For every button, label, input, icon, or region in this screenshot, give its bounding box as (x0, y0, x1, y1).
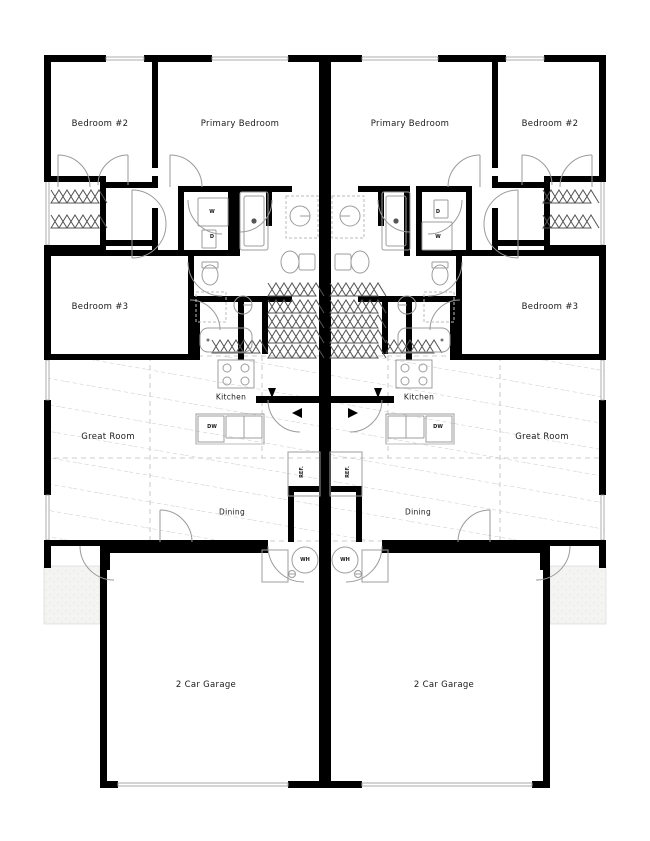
bathtub-left (199, 327, 253, 353)
refrigerator-right (329, 451, 363, 497)
dishwasher-right (425, 415, 453, 443)
right_unit-appliance-dryer-label: D (435, 209, 441, 215)
water-heater-left (291, 546, 319, 574)
right_unit-room-primary-bedroom-label: Primary Bedroom (370, 119, 450, 129)
toilet-right (431, 264, 449, 286)
dishwasher-left (197, 415, 225, 443)
bathtub-right (397, 327, 451, 353)
furnace-right (361, 549, 389, 583)
water-heater-right (331, 546, 359, 574)
right_unit-appliance-refrigerator-label: REF. (345, 466, 351, 478)
left_unit-room-garage-label: 2 Car Garage (175, 680, 237, 690)
left_unit-appliance-dryer-label: D (209, 234, 215, 240)
right_unit-room-bedroom-3-label: Bedroom #3 (521, 302, 579, 312)
shower-left (239, 191, 269, 251)
direction-arrows (268, 388, 382, 418)
washer-left (197, 197, 229, 227)
kitchen-appliances (195, 359, 455, 497)
left_unit-appliance-dishwasher-label: DW (207, 424, 217, 430)
left_unit-room-bedroom-2-label: Bedroom #2 (71, 119, 129, 129)
washer-right (421, 221, 453, 251)
right_unit-room-dining-label: Dining (404, 507, 432, 517)
dryer-right (433, 199, 449, 219)
right_unit-room-great-room-label: Great Room (515, 432, 569, 442)
left_unit-room-primary-bedroom-label: Primary Bedroom (200, 119, 280, 129)
left_unit-appliance-water-heater-label: WH (300, 557, 310, 563)
range-left (217, 359, 255, 389)
furnace-left (261, 549, 289, 583)
range-right (395, 359, 433, 389)
floor-drain-left (288, 570, 296, 578)
center-party-wall (319, 55, 331, 788)
toilet-left (201, 264, 219, 286)
right_unit-room-garage-label: 2 Car Garage (413, 680, 475, 690)
door-swings (57, 154, 593, 583)
utility-equipment (261, 546, 389, 583)
left_unit-room-dining-label: Dining (218, 507, 246, 517)
refrigerator-left (287, 451, 321, 497)
right_unit-appliance-dishwasher-label: DW (433, 424, 443, 430)
patio-slabs (43, 565, 607, 625)
right_unit-appliance-water-heater-label: WH (340, 557, 350, 563)
right_unit-room-kitchen-label: Kitchen (403, 392, 435, 402)
left_unit-appliance-refrigerator-label: REF. (299, 466, 305, 478)
left_unit-appliance-washer-label: W (209, 209, 215, 215)
plumbing-fixtures (195, 191, 455, 353)
left_unit-room-bedroom-3-label: Bedroom #3 (71, 302, 129, 312)
floor-drain-right (354, 570, 362, 578)
right_unit-appliance-washer-label: W (435, 234, 441, 240)
right_unit-room-bedroom-2-label: Bedroom #2 (521, 119, 579, 129)
left_unit-room-great-room-label: Great Room (81, 432, 135, 442)
dryer-left (201, 229, 217, 249)
left_unit-room-kitchen-label: Kitchen (215, 392, 247, 402)
shower-right (381, 191, 411, 251)
